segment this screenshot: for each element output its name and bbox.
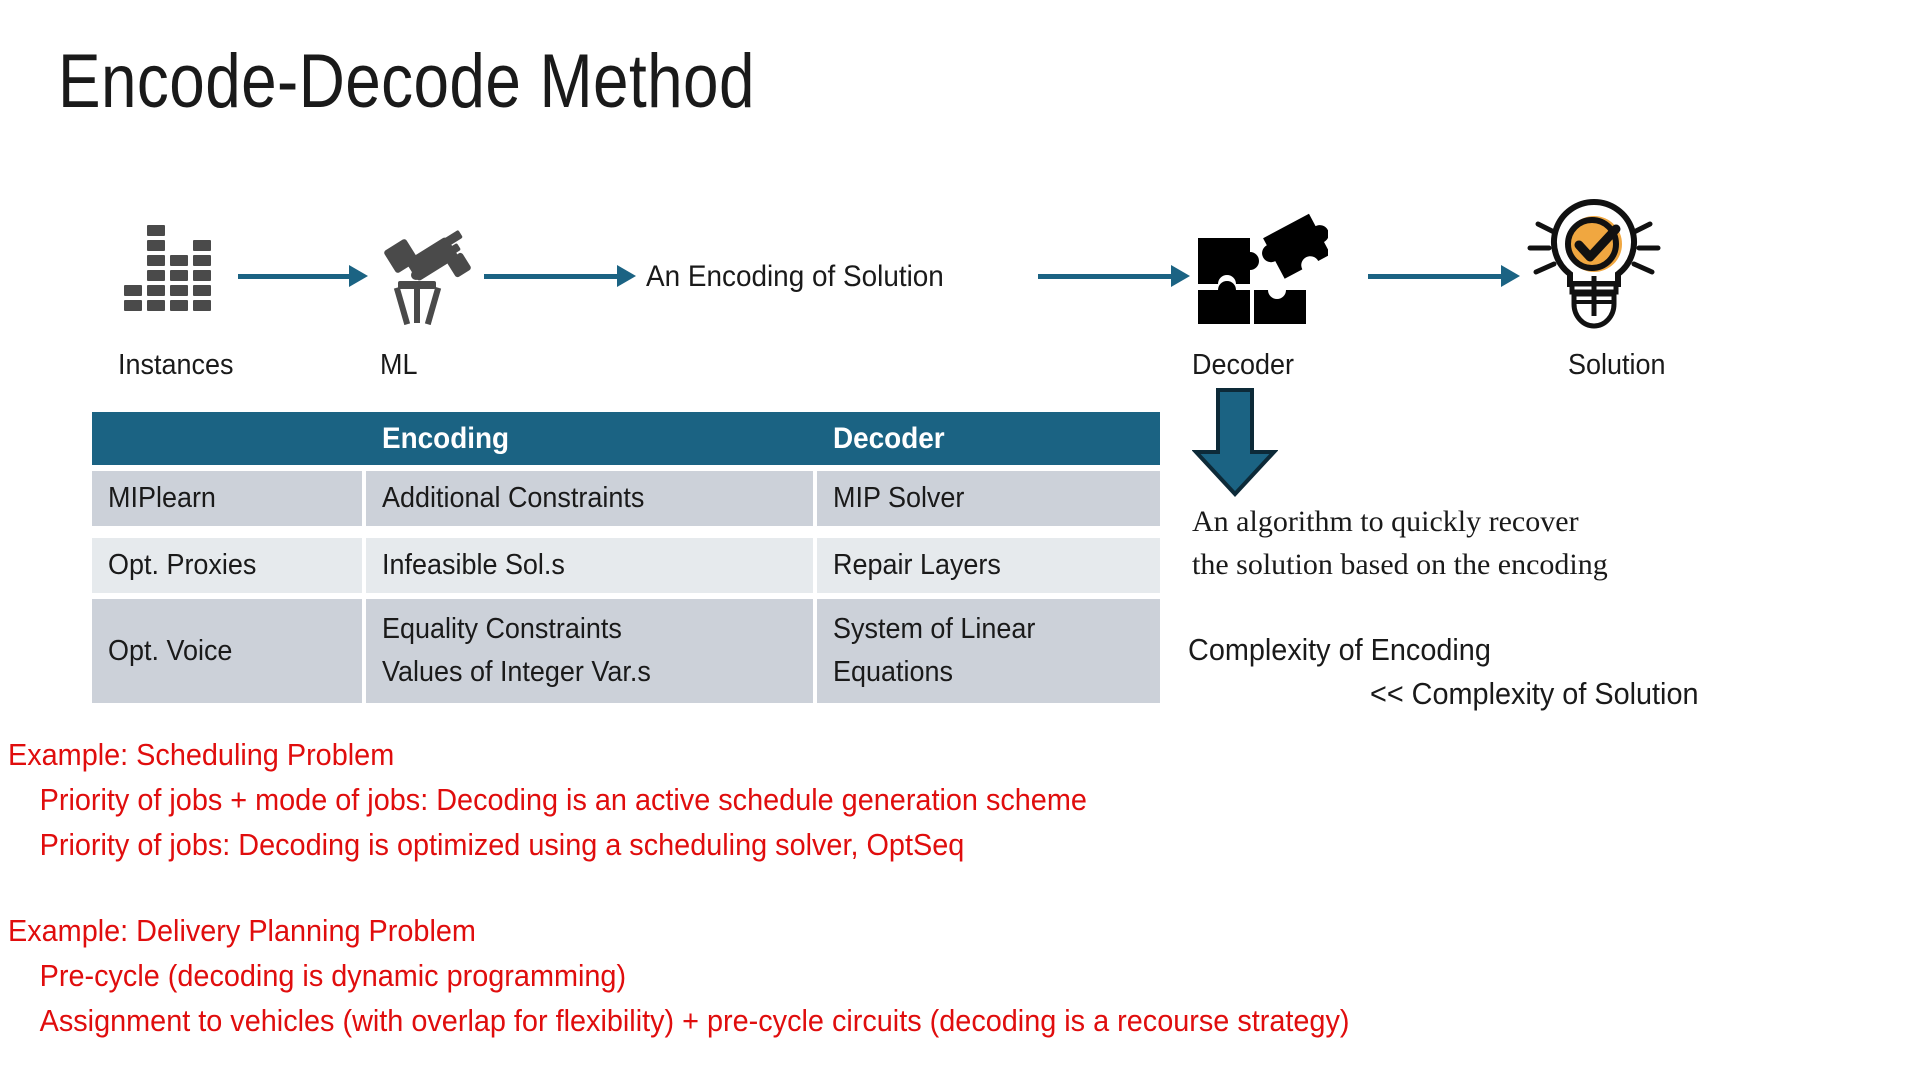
encoding-flow-label: An Encoding of Solution bbox=[646, 260, 944, 293]
arrow-decoder-to-solution bbox=[1368, 263, 1520, 289]
arrow-encoding-to-decoder bbox=[1038, 263, 1190, 289]
example-detail-line: Pre-cycle (decoding is dynamic programmi… bbox=[39, 958, 627, 993]
table-header-cell-encoding: Encoding bbox=[366, 411, 813, 466]
arrow-instances-to-ml bbox=[238, 263, 368, 289]
table-header-label-encoding: Encoding bbox=[382, 422, 510, 455]
table-cell-decoder: Repair Layers bbox=[816, 538, 1161, 593]
table-header-cell-decoder: Decoder bbox=[817, 411, 1160, 466]
table-cell-name: Opt. Proxies bbox=[92, 538, 363, 593]
example-block-delivery: Example: Delivery Planning Problem Pre-c… bbox=[8, 908, 1450, 1043]
table-cell-text: MIP Solver bbox=[832, 482, 964, 514]
example-heading: Example: Scheduling Problem bbox=[8, 737, 395, 772]
table-row: Opt. Proxies Infeasible Sol.s Repair Lay… bbox=[92, 532, 1161, 599]
table-cell-text: Additional Constraints bbox=[382, 482, 645, 514]
lightbulb-check-icon bbox=[1524, 190, 1664, 330]
decoder-description-note: An algorithm to quickly recover the solu… bbox=[1192, 505, 1608, 581]
table-cell-decoder: System of Linear Equations bbox=[816, 599, 1161, 703]
arrow-ml-to-encoding bbox=[484, 263, 636, 289]
complexity-line-encoding: Complexity of Encoding bbox=[1188, 632, 1491, 667]
pipeline-label-decoder: Decoder bbox=[1192, 349, 1294, 381]
pipeline-diagram: Instances ML An Encoding of bbox=[0, 0, 1920, 497]
table-header-cell-blank bbox=[92, 433, 362, 445]
table-cell-text: MIPlearn bbox=[108, 482, 216, 514]
example-detail-line: Assignment to vehicles (with overlap for… bbox=[39, 1003, 1350, 1038]
example-detail-line: Priority of jobs: Decoding is optimized … bbox=[39, 827, 965, 862]
table-cell-name: MIPlearn bbox=[92, 471, 363, 526]
table-cell-decoder: MIP Solver bbox=[816, 471, 1161, 526]
table-cell-text: Values of Integer Var.s bbox=[382, 656, 651, 688]
complexity-line-solution: << Complexity of Solution bbox=[1370, 676, 1699, 711]
table-cell-text: System of Linear bbox=[832, 613, 1035, 645]
table-row: Opt. Voice Equality Constraints Values o… bbox=[92, 599, 1161, 703]
table-cell-name: Opt. Voice bbox=[92, 599, 363, 703]
pipeline-label-instances: Instances bbox=[118, 349, 234, 381]
down-arrow-icon bbox=[1191, 388, 1279, 498]
table-cell-text: Opt. Voice bbox=[108, 634, 233, 667]
telescope-icon bbox=[368, 215, 478, 326]
pipeline-label-ml: ML bbox=[380, 349, 418, 381]
table-cell-encoding: Infeasible Sol.s bbox=[366, 538, 813, 593]
example-heading: Example: Delivery Planning Problem bbox=[8, 913, 476, 948]
example-detail-line: Priority of jobs + mode of jobs: Decodin… bbox=[39, 782, 1087, 817]
table-cell-text: Equality Constraints bbox=[382, 613, 622, 645]
table-cell-text: Infeasible Sol.s bbox=[382, 549, 565, 581]
example-block-scheduling: Example: Scheduling Problem Priority of … bbox=[8, 732, 1168, 867]
table-header-row: Encoding Decoder bbox=[92, 412, 1160, 465]
pipeline-label-solution: Solution bbox=[1568, 349, 1666, 381]
puzzle-pieces-icon bbox=[1192, 200, 1331, 328]
page-title: Encode-Decode Method bbox=[58, 39, 755, 124]
table-header-label-decoder: Decoder bbox=[832, 422, 945, 455]
bar-chart-icon bbox=[124, 225, 212, 311]
table-cell-encoding: Equality Constraints Values of Integer V… bbox=[366, 599, 813, 703]
table-row: MIPlearn Additional Constraints MIP Solv… bbox=[92, 465, 1161, 532]
comparison-table: Encoding Decoder MIPlearn Additional Con… bbox=[92, 412, 1161, 703]
table-cell-text: Repair Layers bbox=[832, 549, 1001, 581]
table-cell-text: Equations bbox=[832, 656, 953, 688]
table-cell-encoding: Additional Constraints bbox=[366, 471, 813, 526]
table-cell-text: Opt. Proxies bbox=[108, 549, 257, 581]
